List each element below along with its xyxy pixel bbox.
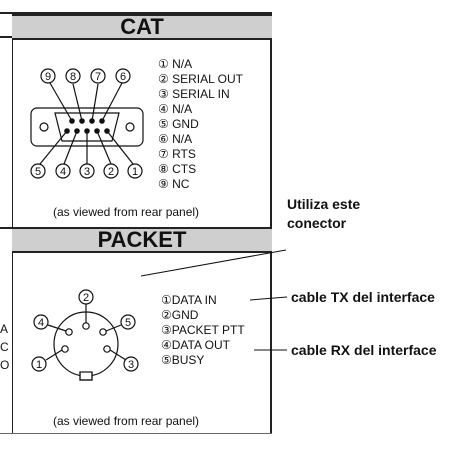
packet-pin-item: ⑤BUSY: [161, 353, 205, 367]
din5-pin-label: 5: [125, 317, 131, 329]
packet-pin-item: ④DATA OUT: [161, 338, 230, 352]
db9-connector: [30, 68, 144, 179]
tx-cable-label: cable TX del interface: [291, 289, 435, 305]
cat-pin-item: ③ SERIAL IN: [158, 87, 230, 101]
left-border-upper: [0, 36, 13, 38]
cat-pin-item: ⑤ GND: [158, 117, 199, 131]
tx-pointer-line: [249, 296, 288, 301]
side-text-char: O: [0, 358, 10, 372]
side-text-char: A: [0, 322, 9, 336]
connector-pointer-line: [140, 249, 287, 277]
din5-pin-label: 4: [38, 317, 44, 329]
cat-pin-item: ① N/A: [158, 57, 193, 71]
cat-caption: (as viewed from rear panel): [53, 205, 200, 219]
cat-pin-item: ⑥ N/A: [158, 132, 193, 146]
db9-pin-label: 2: [108, 166, 114, 178]
din5-pin-label: 3: [128, 359, 134, 371]
use-this-connector-line2: conector: [287, 215, 347, 231]
right-border-line: [270, 12, 272, 434]
use-this-connector-line1: Utiliza este: [287, 196, 361, 212]
din5-pin-label: 1: [36, 359, 42, 371]
din5-connector: [31, 289, 139, 381]
bottom-border-line: [0, 433, 272, 434]
packet-pin-item: ①DATA IN: [161, 293, 217, 307]
rx-cable-label: cable RX del interface: [291, 342, 437, 358]
db9-pin-label: 7: [95, 71, 101, 83]
cat-pin-item: ② SERIAL OUT: [158, 72, 243, 86]
db9-pin-label: 5: [35, 166, 41, 178]
db9-pin-label: 9: [45, 71, 51, 83]
left-border-mid: [0, 227, 13, 229]
top-border-line: [0, 12, 272, 14]
packet-section-title: PACKET: [12, 227, 272, 253]
packet-pin-item: ③PACKET PTT: [161, 323, 245, 337]
packet-pin-item: ②GND: [161, 308, 199, 322]
db9-pin-label: 1: [132, 166, 138, 178]
db9-pin-label: 8: [70, 71, 76, 83]
cat-pin-item: ⑦ RTS: [158, 147, 196, 161]
packet-caption: (as viewed from rear panel): [53, 414, 200, 428]
cat-section-title: CAT: [12, 14, 272, 40]
cat-pin-item: ④ N/A: [158, 102, 193, 116]
din5-pin-label: 2: [83, 292, 89, 304]
side-text-char: C: [0, 340, 9, 354]
db9-pin-label: 3: [84, 166, 90, 178]
cat-pin-item: ⑧ CTS: [158, 162, 197, 176]
packet-pin-list: ①DATA IN ②GND ③PACKET PTT ④DATA OUT ⑤BUS…: [161, 293, 245, 368]
cat-pin-list: ① N/A ② SERIAL OUT ③ SERIAL IN ④ N/A ⑤ G…: [158, 57, 243, 192]
db9-pin-label: 4: [60, 166, 66, 178]
db9-pin-label: 6: [120, 71, 126, 83]
cat-pin-item: ⑨ NC: [158, 177, 190, 191]
